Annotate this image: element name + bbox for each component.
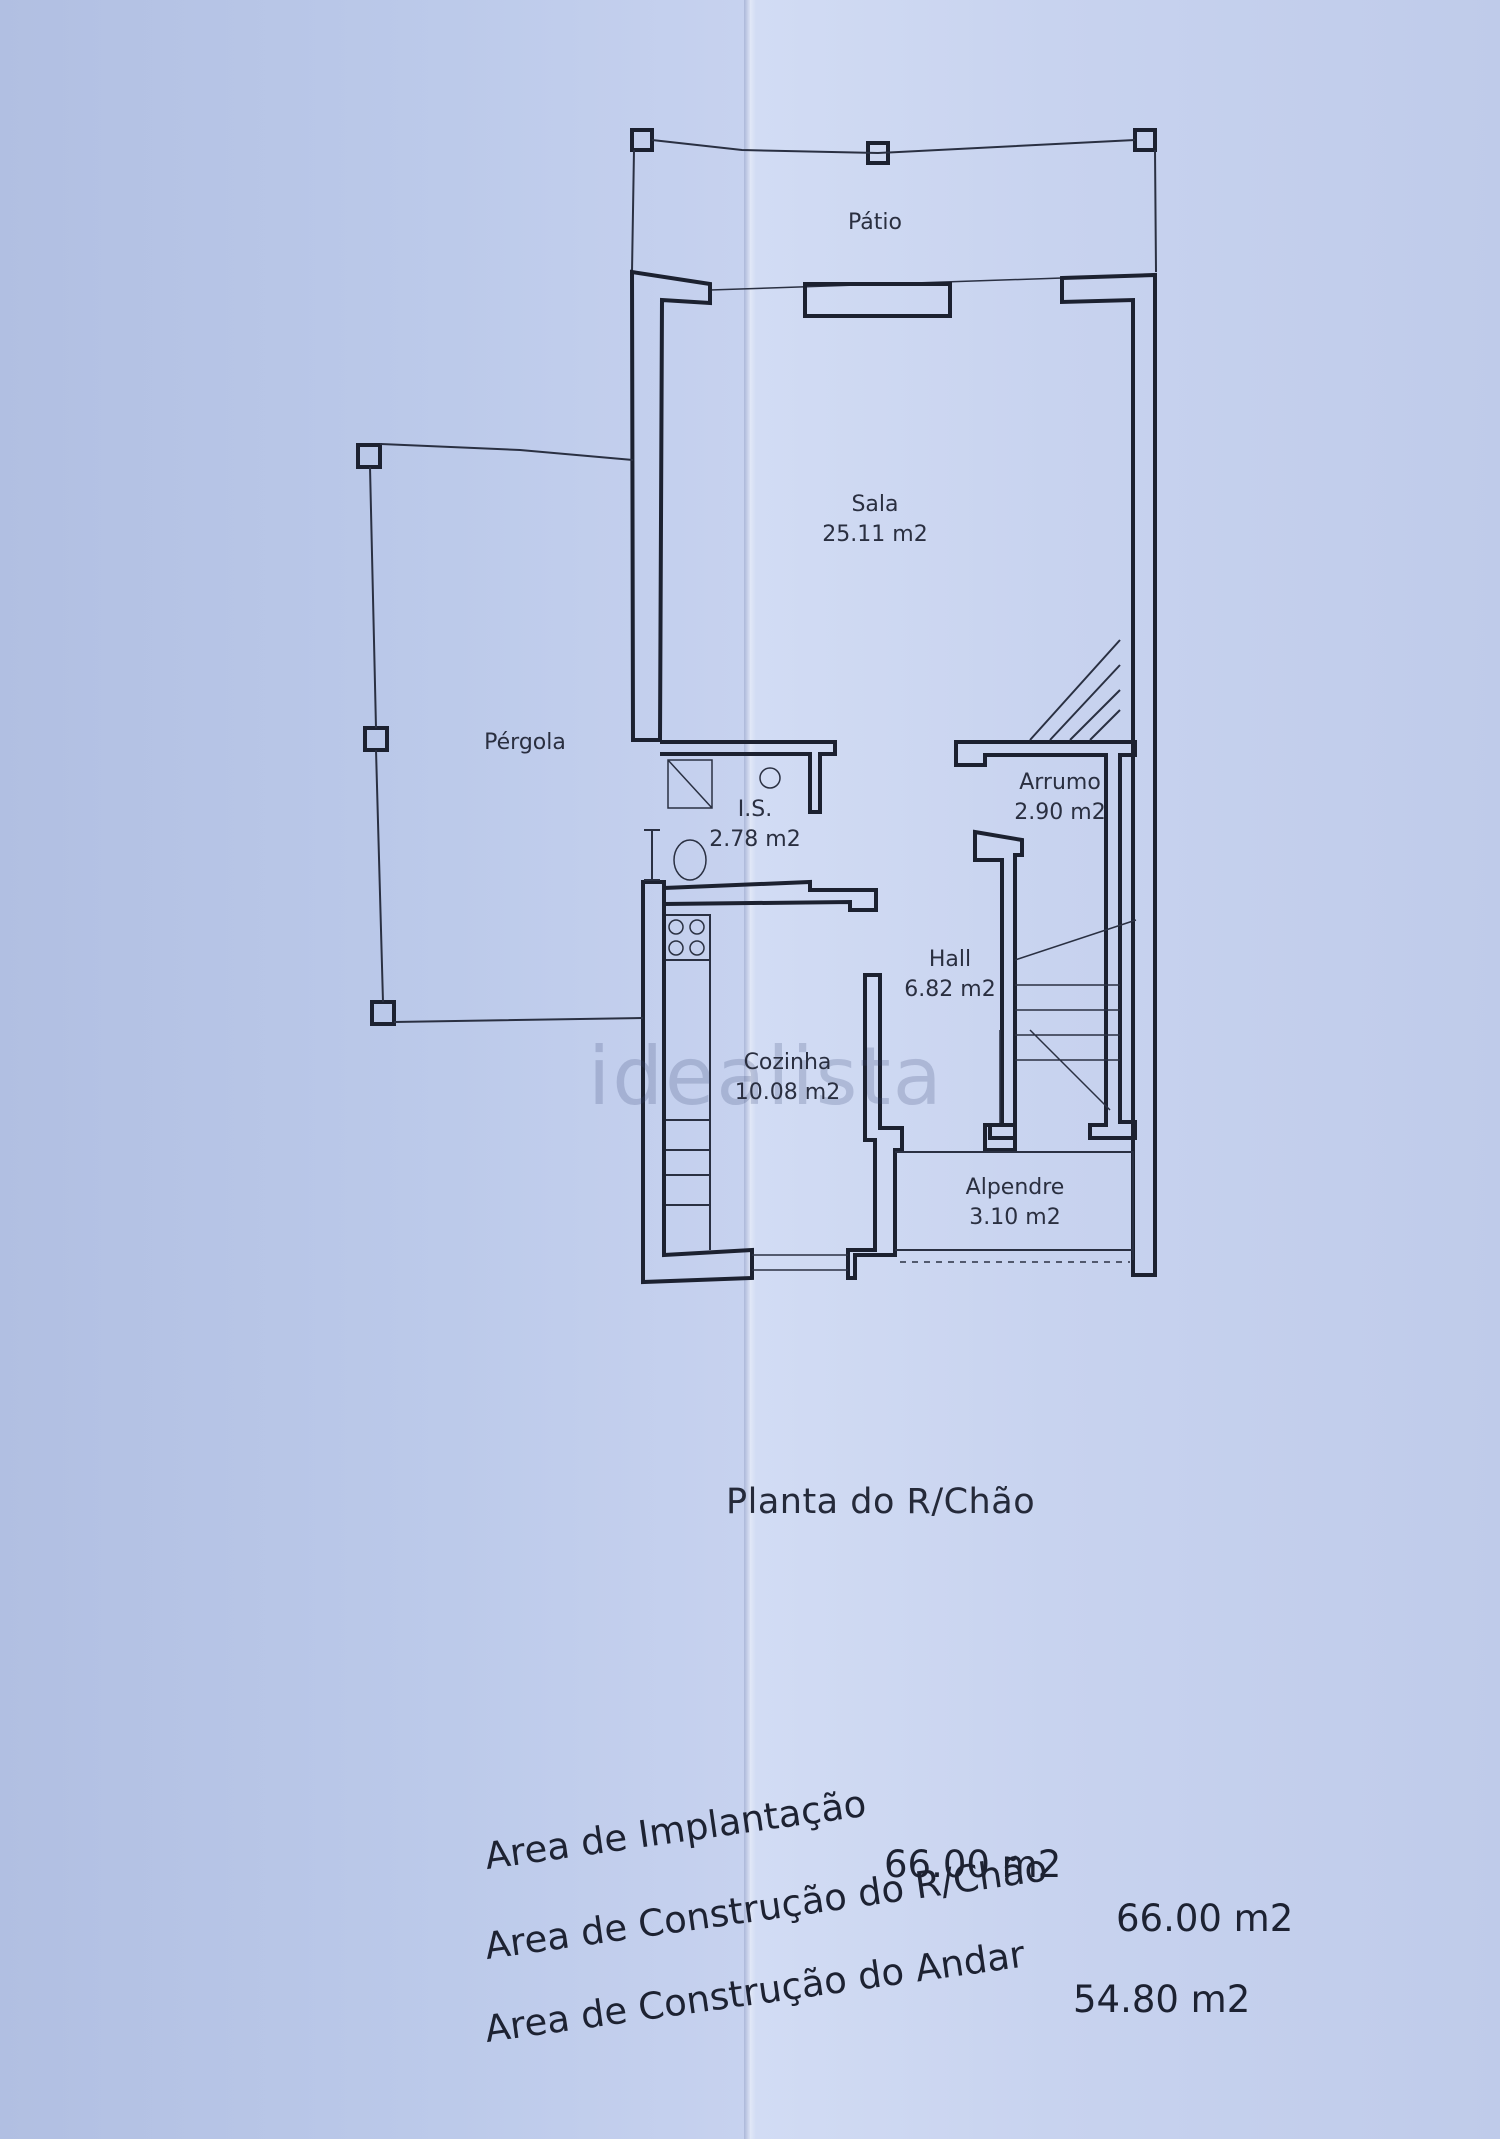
room-name: Arrumo	[1019, 770, 1101, 795]
room-name: Pátio	[848, 210, 902, 235]
kitchen-door	[752, 1254, 848, 1271]
room-name: Cozinha	[743, 1050, 832, 1075]
alpendre-frame	[895, 1151, 1134, 1260]
hall-post	[983, 1123, 1017, 1152]
room-name: I.S.	[737, 797, 773, 822]
wall-is-top	[660, 740, 837, 814]
area-value: 54.80 m2	[1073, 1978, 1251, 2021]
room-name: Sala	[851, 492, 899, 517]
room-sala-label: Sala 25.11 m2	[810, 490, 940, 550]
paper-left-half	[0, 0, 750, 2139]
wall-left-lower	[641, 880, 754, 1285]
pergola-post-top	[356, 443, 382, 469]
hob-3	[668, 940, 684, 956]
wall-hall-left	[973, 829, 1024, 1140]
room-area: 10.08 m2	[734, 1080, 841, 1105]
area-row-implantacao: Area de Implantação 66.00 m2	[482, 1782, 1278, 1895]
patio-boundary	[631, 139, 1157, 273]
patio-post-right	[1133, 128, 1157, 152]
is-toilet	[673, 839, 707, 881]
watermark: idealista	[588, 1030, 944, 1123]
room-area: 6.82 m2	[904, 977, 996, 1002]
is-door	[644, 829, 660, 881]
room-name: Pérgola	[484, 730, 566, 755]
wall-arrumo	[954, 740, 1137, 1140]
wall-right	[1060, 272, 1157, 1277]
room-is-label: I.S. 2.78 m2	[705, 795, 805, 855]
stair-upper	[1029, 639, 1121, 741]
room-cozinha-label: Cozinha 10.08 m2	[725, 1048, 850, 1108]
room-area: 2.78 m2	[709, 827, 801, 852]
room-area: 3.10 m2	[969, 1205, 1061, 1230]
paper-fold	[744, 0, 756, 2139]
shower	[667, 759, 713, 809]
room-pergola-label: Pérgola	[470, 728, 580, 758]
room-arrumo-label: Arrumo 2.90 m2	[1005, 768, 1115, 828]
area-value: 66.00 m2	[1116, 1897, 1294, 1940]
paper-right-half	[750, 0, 1500, 2139]
stairs-lower	[999, 919, 1137, 1125]
area-row-construcao-andar: Area de Construção do Andar 54.80 m2	[482, 1933, 1278, 2068]
wall-is-bottom	[663, 879, 878, 912]
pergola-post-bottom	[370, 1000, 396, 1026]
wall-left-upper	[629, 269, 712, 742]
room-name: Hall	[928, 947, 972, 972]
patio-post-left	[630, 128, 654, 152]
area-value: 66.00 m2	[884, 1843, 1062, 1886]
room-hall-label: Hall 6.82 m2	[895, 945, 1005, 1005]
hob-4	[689, 940, 705, 956]
room-area: 2.90 m2	[1014, 800, 1106, 825]
hob-1	[668, 919, 684, 935]
area-row-construcao-rchao: Area de Construção do R/Chão 66.00 m2	[482, 1846, 1293, 1985]
room-alpendre-label: Alpendre 3.10 m2	[955, 1173, 1075, 1233]
room-area: 25.11 m2	[822, 522, 928, 547]
pergola-post-mid	[363, 726, 389, 752]
room-name: Alpendre	[965, 1175, 1065, 1200]
window-sala	[803, 282, 952, 318]
hob-2	[689, 919, 705, 935]
room-patio-label: Pátio	[835, 208, 915, 238]
plan-title: Planta do R/Chão	[726, 1482, 1036, 1522]
pergola-boundary	[369, 443, 644, 1023]
kitchen-counter	[666, 914, 711, 1250]
is-sink	[759, 767, 781, 789]
wall-kitchen-right	[846, 973, 904, 1280]
